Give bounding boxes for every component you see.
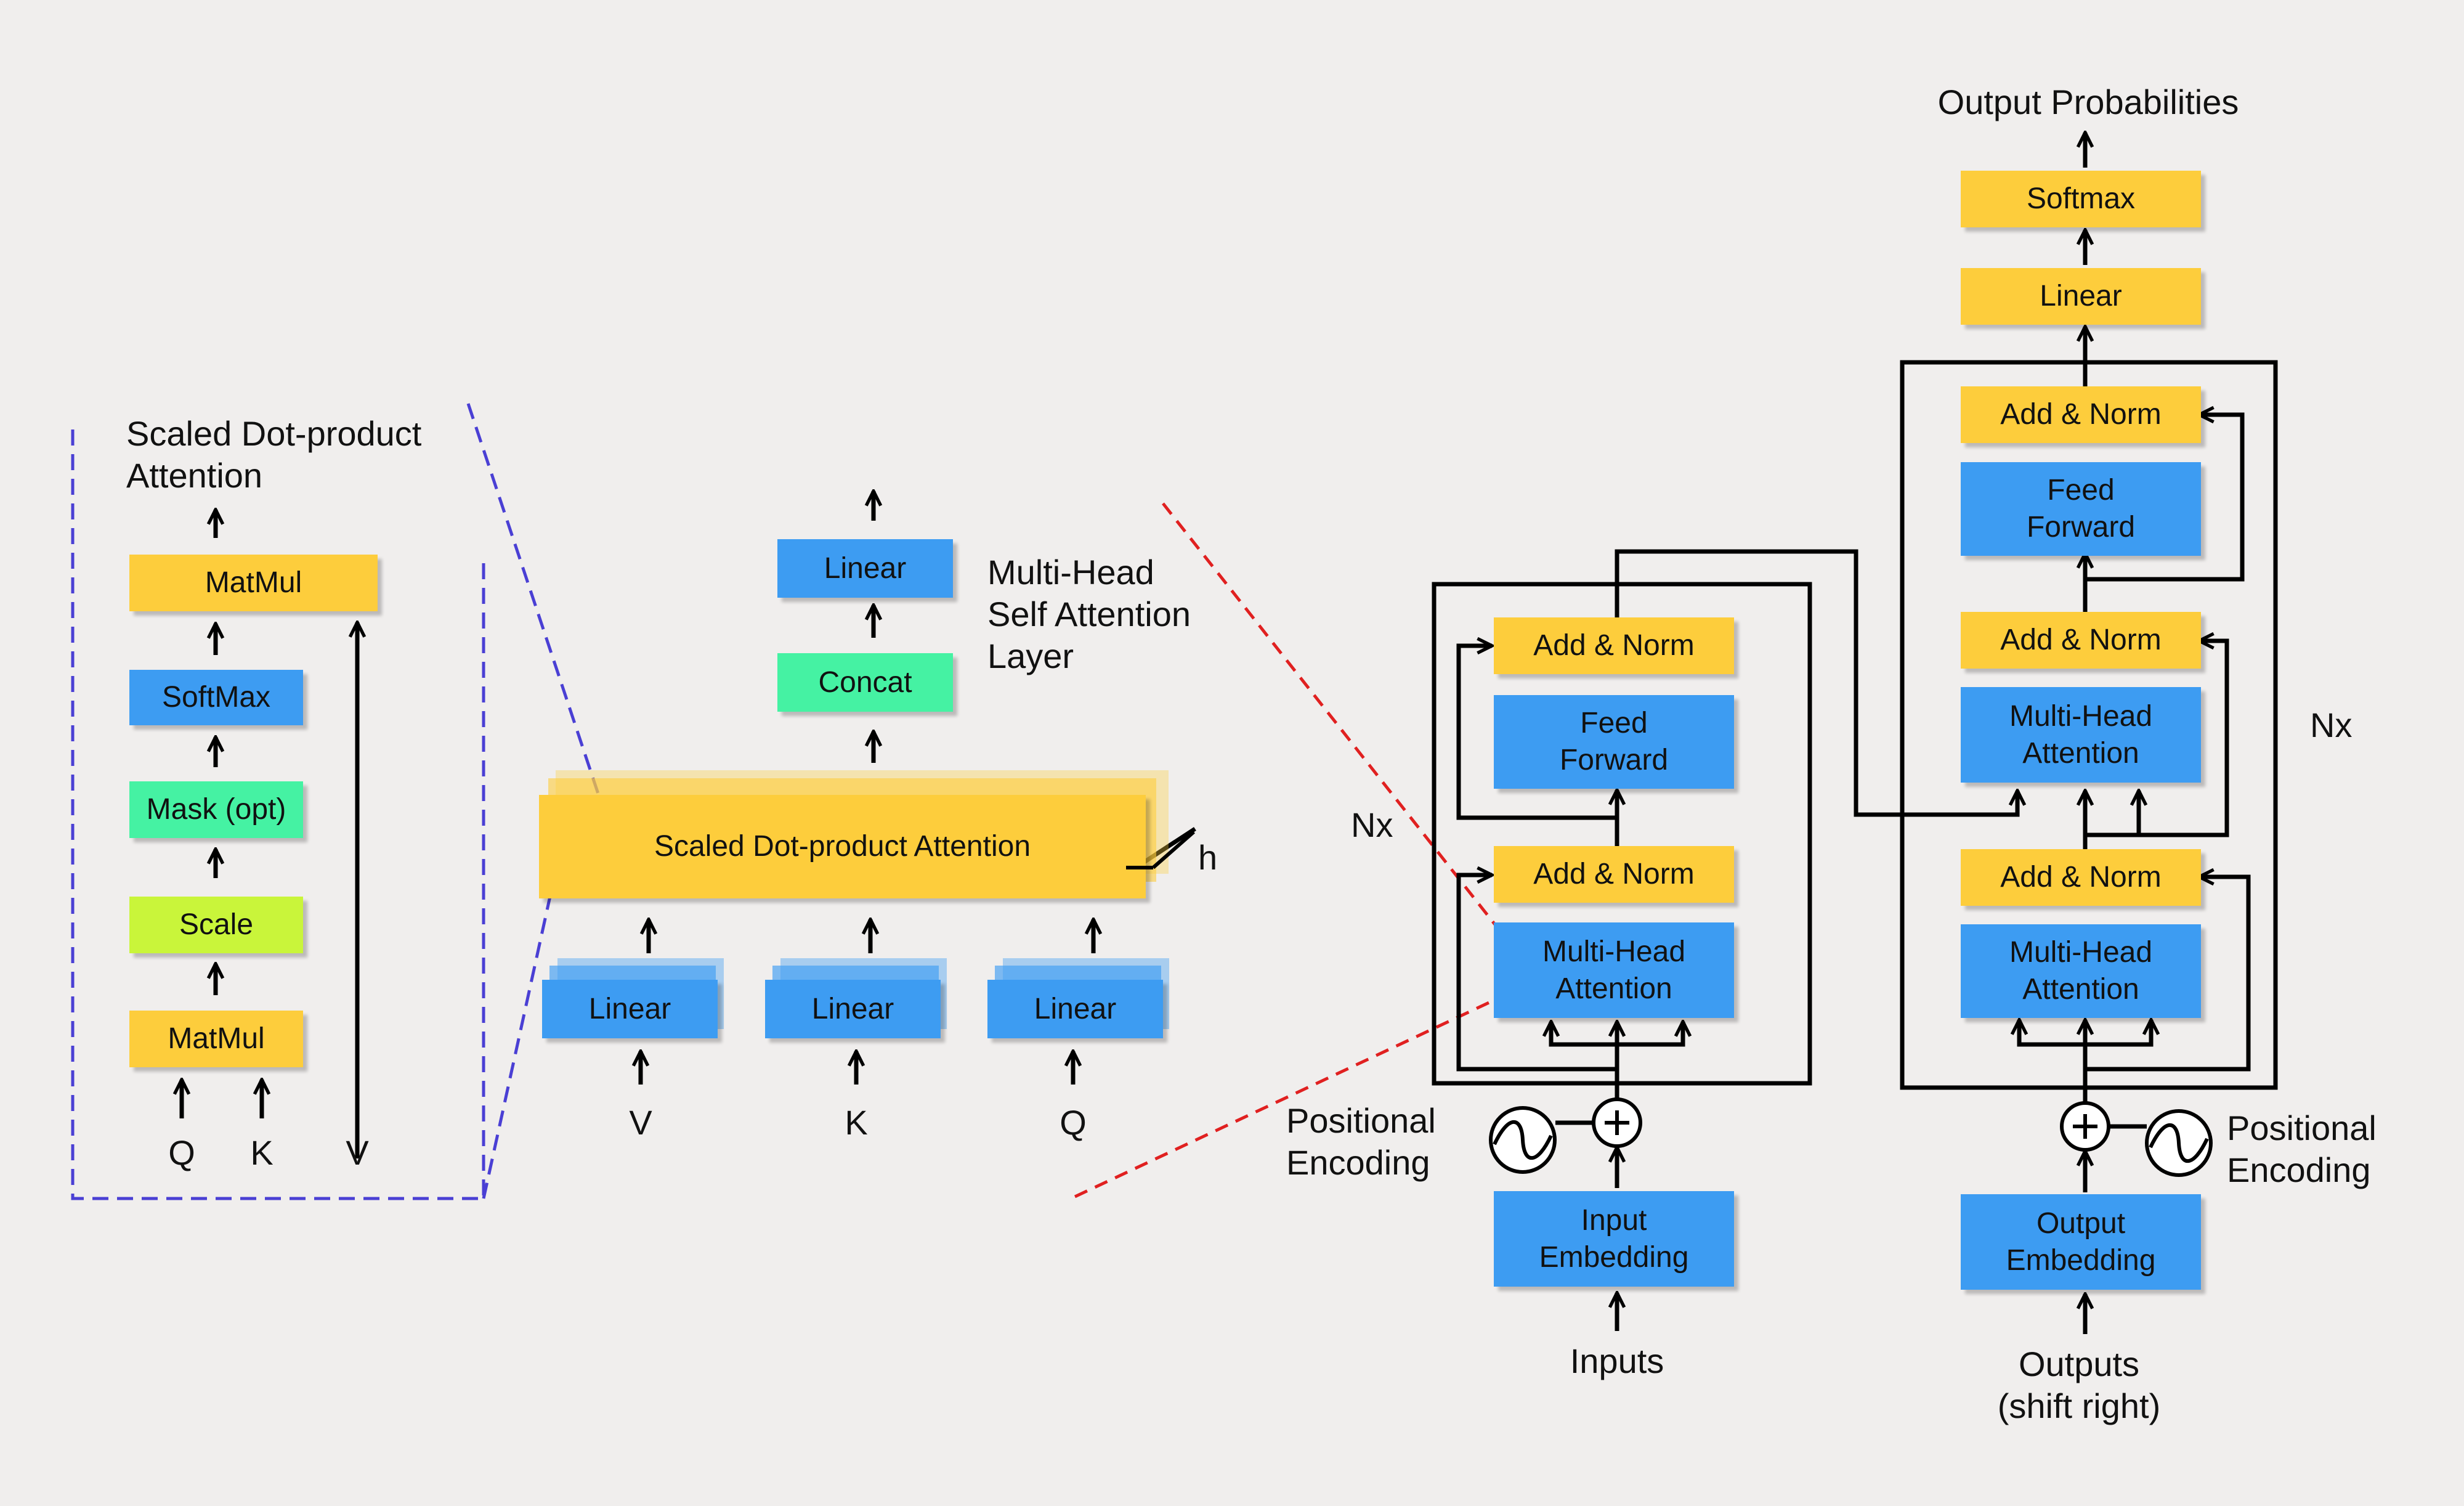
encoder-connectors [1456, 549, 2017, 1331]
sdpa-mask-block: Mask (opt) [129, 781, 303, 838]
mha-arrows [641, 491, 1196, 1085]
mha-input-k: K [845, 1103, 868, 1142]
concat-block: Concat [777, 653, 953, 712]
encoder-attention-block: Multi-Head Attention [1494, 922, 1734, 1018]
heads-slash-icon [1126, 830, 1195, 869]
sdpa-matmul-bottom-block: MatMul [129, 1011, 303, 1067]
input-embedding-block: Input Embedding [1494, 1191, 1734, 1287]
mha-input-v: V [629, 1103, 652, 1142]
decoder-linear-block: Linear [1961, 268, 2201, 325]
decoder-add-norm-top-block: Add & Norm [1961, 386, 2201, 443]
decoder-softmax-block: Softmax [1961, 171, 2201, 227]
decoder-positional-encoding-label: Positional Encoding [2227, 1109, 2377, 1189]
sdpa-input-k: K [250, 1133, 274, 1172]
positional-encoding-symbols [1489, 1097, 2213, 1177]
mha-linear-out-block: Linear [777, 539, 953, 598]
linear-q-block: Linear [987, 980, 1163, 1038]
zoom-lines-purple [71, 403, 609, 1200]
encoder-feed-forward-block: Feed Forward [1494, 695, 1734, 789]
decoder-add-norm-bottom-block: Add & Norm [1961, 849, 2201, 906]
layer-frames [1432, 360, 2278, 1090]
mha-title: Multi-Head Self Attention Layer [987, 553, 1191, 675]
encoder-nx-label: Nx [1351, 805, 1393, 844]
encoder-positional-encoding-label: Positional Encoding [1286, 1101, 1436, 1182]
linear-v-block: Linear [542, 980, 718, 1038]
sdpa-input-q: Q [168, 1133, 195, 1172]
decoder-cross-attention-block: Multi-Head Attention [1961, 687, 2201, 783]
sdpa-softmax-block: SoftMax [129, 670, 303, 725]
encoder-add-norm-bottom-block: Add & Norm [1494, 846, 1734, 903]
sdpa-block: Scaled Dot-product Attention [539, 795, 1146, 898]
decoder-connectors [2019, 132, 2251, 1334]
sdpa-title: Scaled Dot-product Attention [126, 414, 422, 495]
decoder-self-attention-block: Multi-Head Attention [1961, 924, 2201, 1018]
sdpa-scale-block: Scale [129, 897, 303, 953]
heads-label: h [1198, 838, 1218, 877]
decoder-add-norm-middle-block: Add & Norm [1961, 612, 2201, 669]
linear-k-block: Linear [765, 980, 941, 1038]
decoder-feed-forward-block: Feed Forward [1961, 462, 2201, 556]
zoom-lines-red [1074, 502, 1523, 1199]
decoder-nx-label: Nx [2310, 706, 2353, 744]
sdpa-arrows [182, 510, 357, 1158]
mha-input-q: Q [1060, 1103, 1087, 1142]
inputs-label: Inputs [1570, 1341, 1664, 1380]
output-probabilities-label: Output Probabilities [1937, 83, 2239, 121]
sdpa-input-v: V [346, 1133, 369, 1172]
output-embedding-block: Output Embedding [1961, 1194, 2201, 1290]
encoder-add-norm-top-block: Add & Norm [1494, 617, 1734, 674]
sdpa-matmul-top-block: MatMul [129, 555, 378, 611]
outputs-label: Outputs (shift right) [1997, 1345, 2161, 1425]
